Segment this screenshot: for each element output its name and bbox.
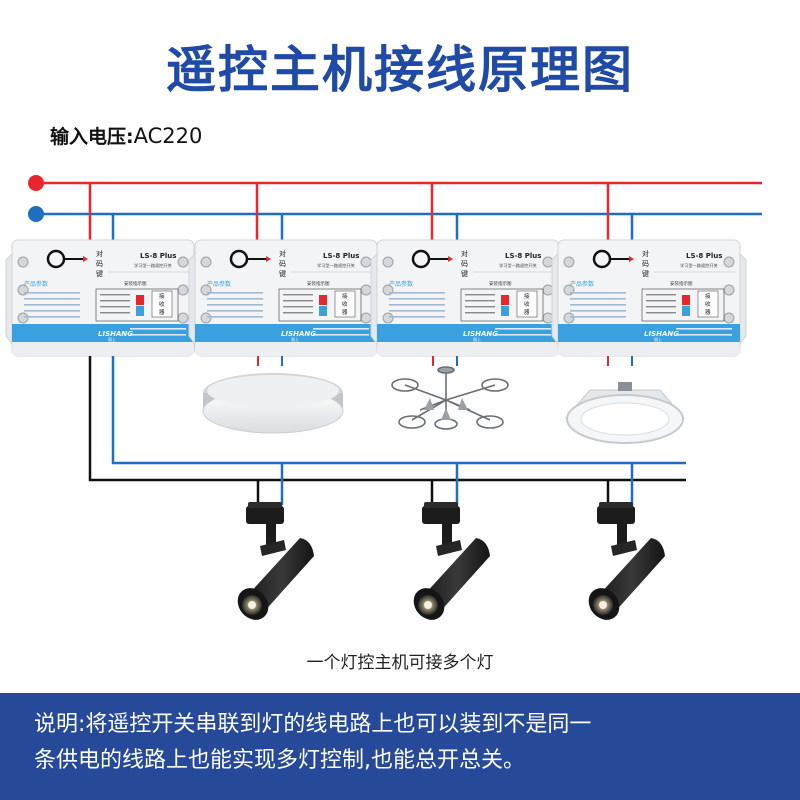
input-voltage: 输入电压:AC220: [50, 122, 202, 149]
model-label: LS-8 Plus: [140, 252, 176, 260]
receiver-label: 收: [705, 300, 711, 308]
install-label: 安装指示图: [124, 280, 147, 287]
receiver-label: 接: [524, 292, 530, 300]
model-subtitle: 学习型一路遥控开关: [499, 262, 537, 269]
spotlights: [237, 502, 665, 620]
receiver-label: 收: [159, 300, 165, 308]
input-voltage-value: AC220: [133, 124, 203, 148]
brand-logo: LISHANG: [644, 330, 679, 338]
receiver-label: 接: [159, 292, 165, 300]
brand-name-cn: 丽上: [108, 336, 116, 342]
model-subtitle: 学习型一路遥控开关: [317, 262, 355, 269]
receiver-label: 接: [705, 292, 711, 300]
install-label: 安装指示图: [489, 280, 512, 287]
brand-name-cn: 丽上: [654, 336, 662, 342]
params-label: 产品参数: [570, 280, 594, 288]
input-voltage-label: 输入电压:: [50, 126, 134, 148]
chandelier-icon: [391, 366, 509, 430]
supply-wires: [28, 175, 762, 222]
receiver-label: 器: [342, 309, 348, 316]
params-label: 产品参数: [389, 280, 413, 288]
model-label: LS-8 Plus: [323, 252, 359, 260]
controllers: 对码键LS-8 Plus学习型一路遥控开关产品参数安装指示图接收器LISHANG…: [5, 239, 747, 357]
model-subtitle: 学习型一路遥控开关: [680, 262, 718, 269]
receiver-label: 器: [524, 309, 530, 316]
pair-key-label: 键: [96, 269, 103, 278]
pair-key-label: 对: [642, 249, 649, 258]
note-line-2: 条供电的线路上也能实现多灯控制,也能总开总关。: [34, 748, 525, 773]
install-label: 安装指示图: [307, 280, 330, 287]
brand-logo: LISHANG: [281, 330, 316, 338]
track-spotlight-icon: [413, 502, 490, 620]
receiver-label: 收: [524, 300, 530, 308]
downlight-icon: [564, 382, 686, 444]
ceiling-lamp-icon: [202, 373, 344, 434]
pair-key-label: 码: [96, 260, 103, 268]
pair-key-label: 码: [279, 260, 286, 268]
brand-name-cn: 丽上: [291, 336, 299, 342]
brand-logo: LISHANG: [98, 330, 133, 338]
note-panel: 说明:将遥控开关串联到灯的线电路上也可以装到不是同一 条供电的线路上也能实现多灯…: [0, 693, 800, 800]
live-terminal: [28, 175, 44, 191]
receiver-label: 器: [159, 309, 165, 316]
track-spotlight-icon: [588, 502, 665, 620]
brand-name-cn: 丽上: [473, 336, 481, 342]
pair-key-label: 对: [279, 249, 286, 258]
page-title: 遥控主机接线原理图: [166, 41, 634, 99]
receiver-label: 接: [342, 292, 348, 300]
track-spotlight-icon: [237, 502, 314, 620]
pair-key-label: 键: [279, 269, 286, 278]
install-label: 安装指示图: [670, 280, 693, 287]
pair-key-label: 对: [461, 249, 468, 258]
note-line-1: 说明:将遥控开关串联到灯的线电路上也可以装到不是同一: [34, 712, 592, 737]
model-subtitle: 学习型一路遥控开关: [134, 262, 172, 269]
receiver-label: 器: [705, 309, 711, 316]
brand-logo: LISHANG: [463, 330, 498, 338]
spotlight-bus: [88, 356, 686, 505]
receiver-label: 收: [342, 300, 348, 308]
neutral-terminal: [28, 206, 44, 222]
pair-key-label: 对: [96, 249, 103, 258]
model-label: LS-8 Plus: [686, 252, 722, 260]
pair-key-label: 键: [642, 269, 649, 278]
diagram-caption: 一个灯控主机可接多个灯: [306, 653, 494, 673]
pair-key-label: 码: [461, 260, 468, 268]
load-wires: [257, 356, 633, 366]
wiring-diagram: 对码键LS-8 Plus学习型一路遥控开关产品参数安装指示图接收器LISHANG…: [5, 175, 762, 620]
params-label: 产品参数: [24, 280, 48, 288]
pair-key-label: 键: [461, 269, 468, 278]
pair-key-label: 码: [642, 260, 649, 268]
params-label: 产品参数: [207, 280, 231, 288]
model-label: LS-8 Plus: [505, 252, 541, 260]
